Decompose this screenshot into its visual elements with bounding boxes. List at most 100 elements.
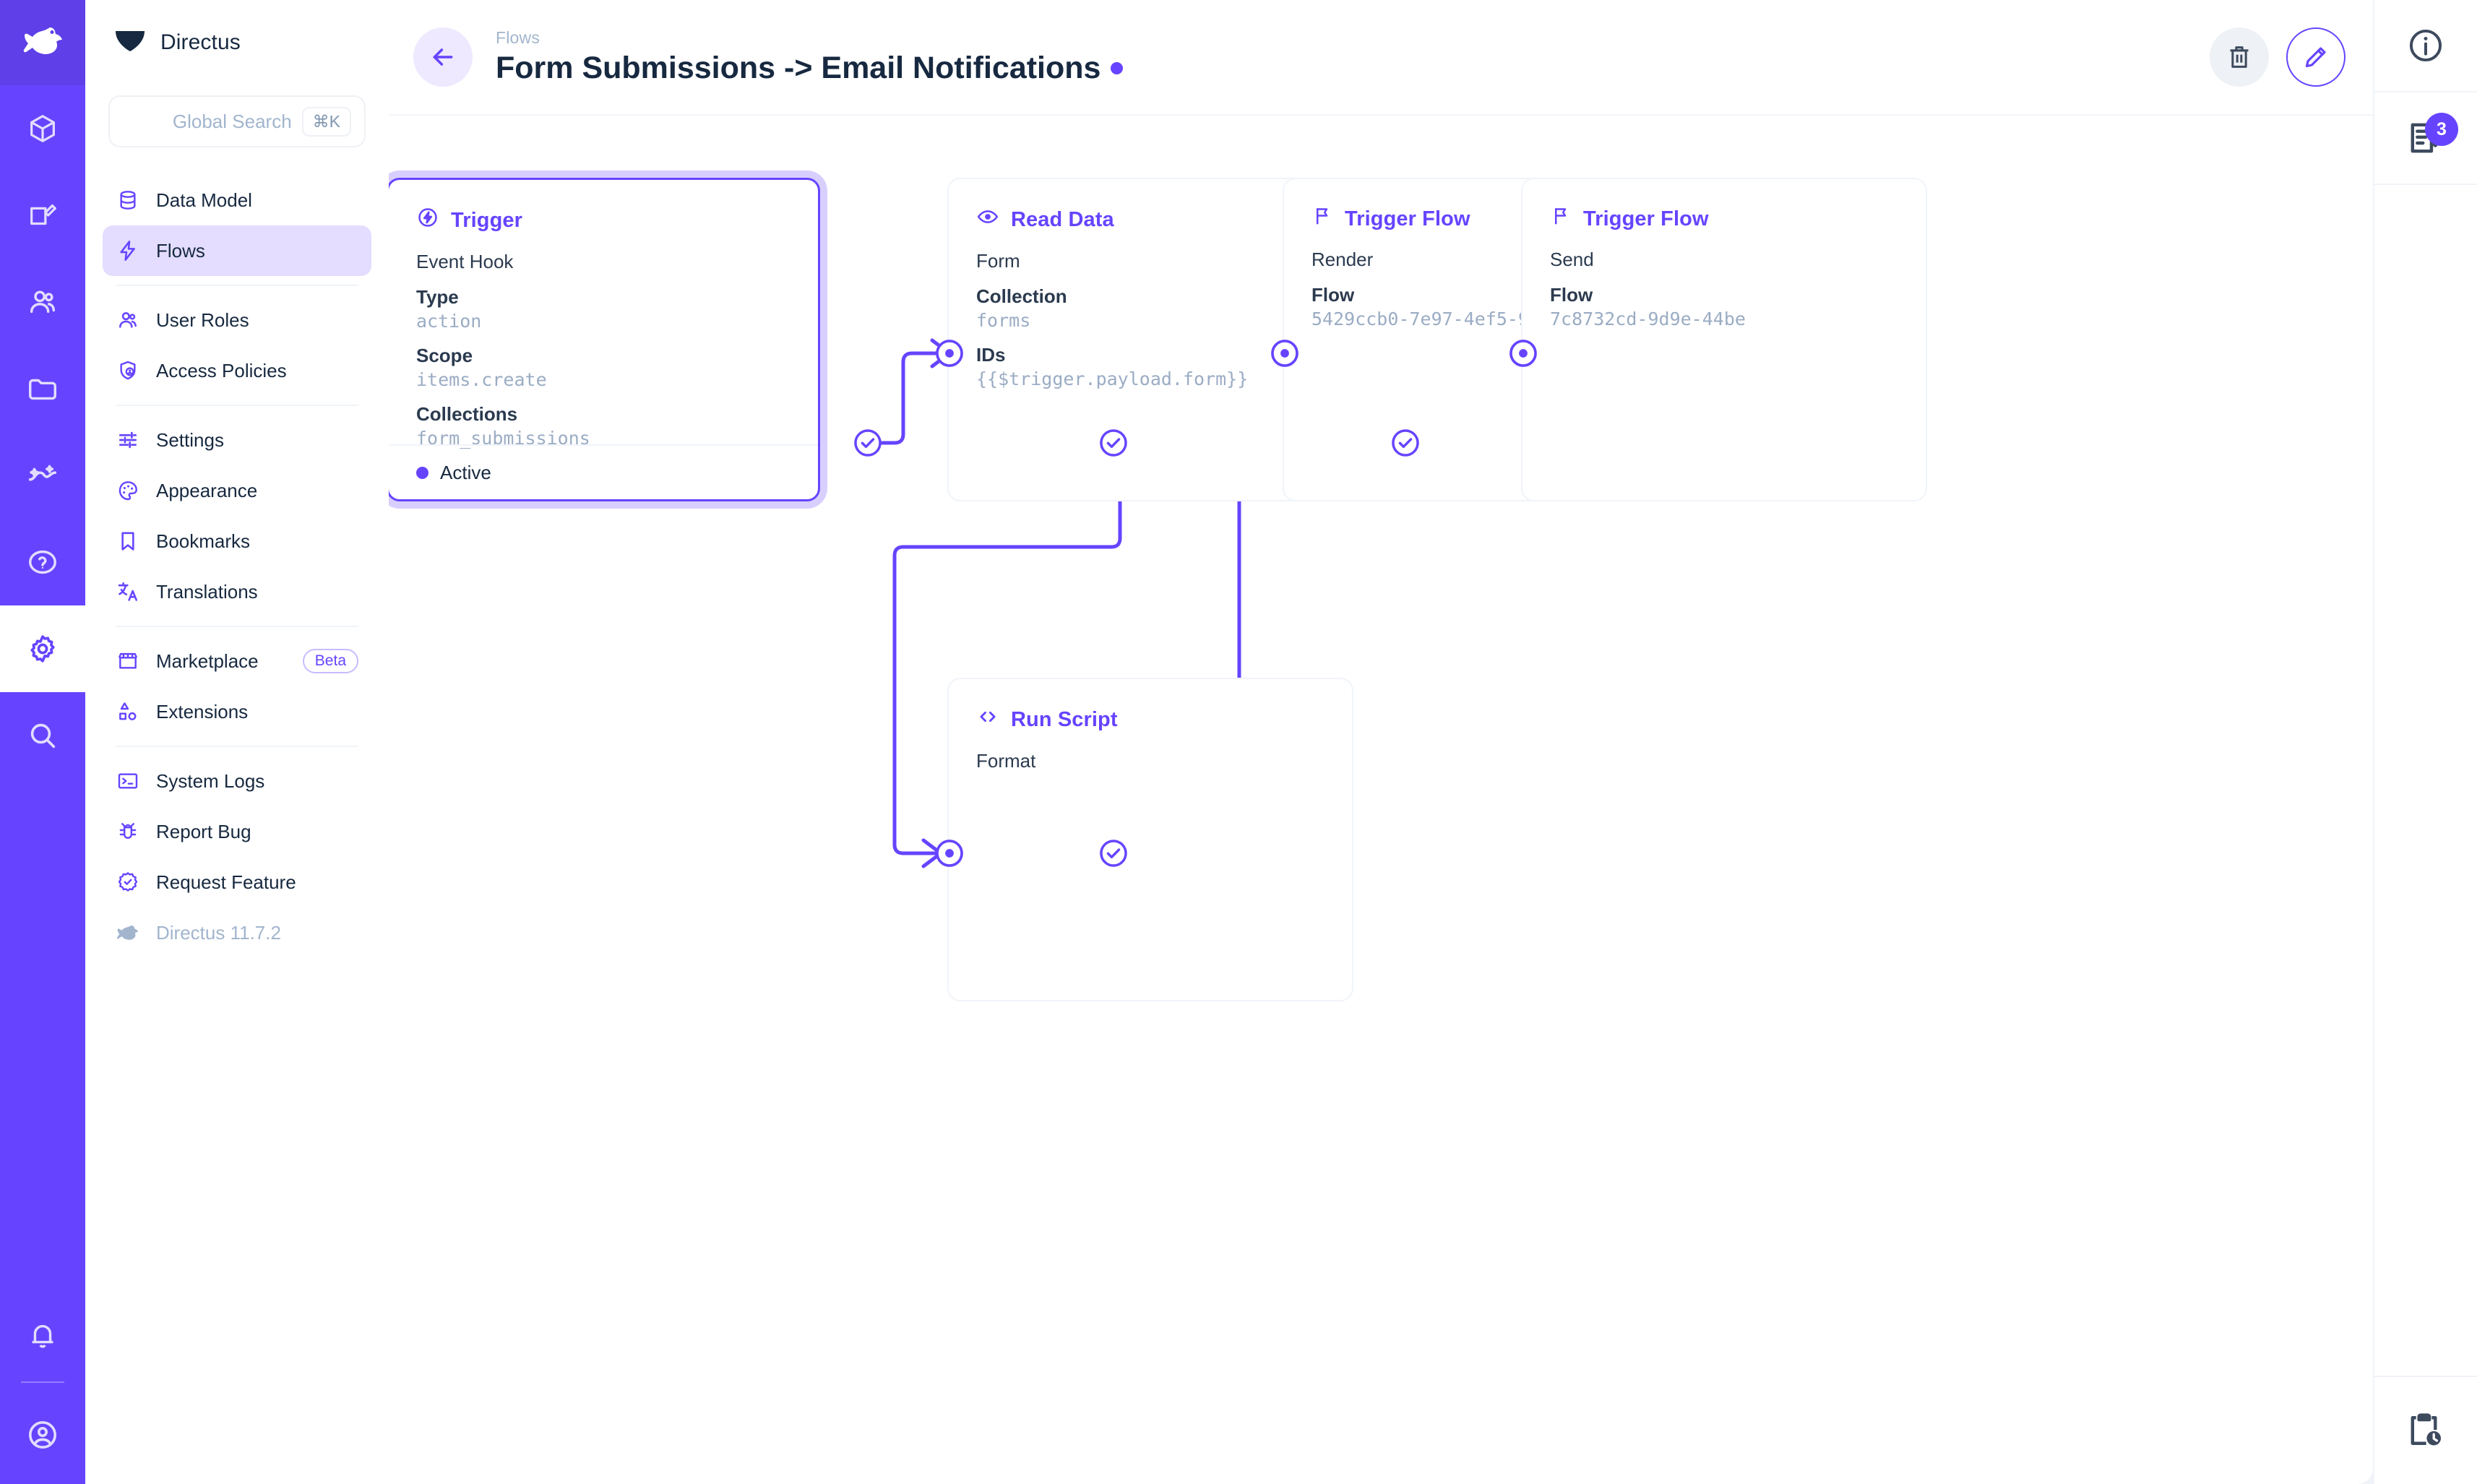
node-field-key: IDs <box>976 344 1006 366</box>
node-field-key: Flow <box>1311 284 1355 306</box>
sidebar-item-label: Translations <box>156 580 258 603</box>
sidebar-item-system-logs[interactable]: System Logs <box>103 756 371 806</box>
pencil-icon <box>2305 47 2326 68</box>
node-field-key: Type <box>416 286 459 308</box>
node-title: Read Data <box>976 205 1324 234</box>
sidebar-item-flows[interactable]: Flows <box>103 225 371 276</box>
sidebar-item-access-policies[interactable]: Access Policies <box>103 345 371 396</box>
directus-mark-icon <box>114 29 146 57</box>
sidebar-nav: Data Model Flows User Roles Access P <box>85 175 389 958</box>
rail-item-settings[interactable] <box>0 605 85 692</box>
rail-item-user-directory[interactable] <box>0 259 85 345</box>
sidebar-header: Directus <box>85 0 389 85</box>
page-title: Form Submissions -> Email Notifications <box>496 51 1124 86</box>
sidebar-item-extensions[interactable]: Extensions <box>103 686 371 737</box>
sidebar-item-report-bug[interactable]: Report Bug <box>103 806 371 857</box>
node-field-key: Flow <box>1550 284 1593 306</box>
node-field-key: Collection <box>976 285 1067 307</box>
rail-item-search[interactable] <box>0 692 85 779</box>
node-title-text: Trigger Flow <box>1583 207 1709 230</box>
bolt-circle-icon <box>416 206 439 235</box>
node-field: Type action <box>416 286 791 332</box>
port-trigger-success[interactable] <box>852 427 884 459</box>
sidebar-item-appearance[interactable]: Appearance <box>103 465 371 516</box>
sidebar-item-user-roles[interactable]: User Roles <box>103 295 371 345</box>
node-field: IDs {{$trigger.payload.form}} <box>976 344 1324 389</box>
rail-item-notifications[interactable] <box>0 1292 85 1379</box>
node-title: Trigger Flow <box>1311 205 1660 233</box>
sidebar-item-bookmarks[interactable]: Bookmarks <box>103 516 371 566</box>
eye-icon <box>976 205 999 234</box>
directus-rabbit-logo[interactable] <box>0 0 85 85</box>
sidebar-item-label: Data Model <box>156 189 252 211</box>
sidebar-item-data-model[interactable]: Data Model <box>103 175 371 225</box>
sidebar-item-label: User Roles <box>156 309 249 331</box>
info-button[interactable] <box>2374 0 2477 92</box>
shapes-icon <box>116 699 140 724</box>
flow-logs-button[interactable] <box>2374 1376 2477 1484</box>
translate-icon <box>116 579 140 604</box>
delete-flow-button[interactable] <box>2210 27 2269 87</box>
node-field-value: forms <box>976 310 1031 331</box>
rail-item-account[interactable] <box>0 1386 85 1484</box>
sidebar-item-marketplace[interactable]: Marketplace Beta <box>103 636 371 686</box>
node-subtitle: Render <box>1311 249 1374 270</box>
check-circle-icon <box>1100 429 1127 457</box>
marketplace-beta-badge: Beta <box>302 649 358 673</box>
port-trigger-flow-render-success[interactable] <box>1390 427 1421 459</box>
port-run-script-input[interactable] <box>934 837 965 869</box>
rail-item-insights[interactable] <box>0 432 85 519</box>
rabbit-icon <box>116 920 140 945</box>
sidebar-divider <box>116 285 358 286</box>
port-trigger-flow-render-input[interactable] <box>1269 337 1301 369</box>
flow-node-trigger-flow-send[interactable]: Trigger Flow Send Flow 7c8732cd-9d9e-44b… <box>1521 178 1927 501</box>
search-input[interactable]: Global Search ⌘K <box>108 95 366 147</box>
sidebar-item-label: Access Policies <box>156 359 287 381</box>
input-dot-circle-icon <box>1509 340 1537 367</box>
port-run-script-success[interactable] <box>1098 837 1129 869</box>
bookmark-icon <box>116 529 140 553</box>
page-title-text: Form Submissions -> Email Notifications <box>496 51 1101 85</box>
node-title: Trigger <box>416 206 791 235</box>
sidebar-item-settings[interactable]: Settings <box>103 415 371 465</box>
input-dot-circle-icon <box>936 340 963 367</box>
flow-node-run-script[interactable]: Run Script Format <box>947 678 1353 1001</box>
activity-log-button[interactable]: 3 <box>2374 92 2477 185</box>
info-circle-icon <box>2409 29 2442 62</box>
rail-item-content[interactable] <box>0 85 85 172</box>
rail-item-file-library[interactable] <box>0 345 85 432</box>
sidebar-item-label: System Logs <box>156 769 265 792</box>
input-dot-circle-icon <box>1271 340 1298 367</box>
rail-item-editor[interactable] <box>0 172 85 259</box>
bug-icon <box>116 819 140 844</box>
breadcrumb-flows[interactable]: Flows <box>496 28 540 47</box>
trash-icon <box>2230 46 2249 68</box>
sidebar-item-label: Report Bug <box>156 820 251 842</box>
node-subtitle: Event Hook <box>416 251 514 272</box>
flow-node-trigger[interactable]: Trigger Event Hook Type action Scope ite… <box>389 178 820 501</box>
node-title-text: Read Data <box>1011 207 1114 231</box>
right-drawer: 3 <box>2373 0 2477 1484</box>
edit-flow-button[interactable] <box>2286 27 2345 87</box>
node-title-text: Run Script <box>1011 707 1118 731</box>
breadcrumb: Flows Form Submissions -> Email Notifica… <box>496 28 1124 86</box>
node-field: Scope items.create <box>416 345 791 390</box>
port-read-data-input[interactable] <box>934 337 965 369</box>
rail-item-docs[interactable] <box>0 519 85 605</box>
bolt-icon <box>116 238 140 263</box>
sidebar-item-version: Directus 11.7.2 <box>103 907 371 958</box>
status-badge <box>1111 62 1124 74</box>
port-read-data-success[interactable] <box>1098 427 1129 459</box>
port-trigger-flow-send-input[interactable] <box>1507 337 1539 369</box>
node-field-key: Scope <box>416 345 473 366</box>
node-field-key: Collections <box>416 403 518 425</box>
sidebar-item-request-feature[interactable]: Request Feature <box>103 857 371 907</box>
badge-check-icon <box>116 870 140 894</box>
sidebar-divider <box>116 626 358 627</box>
header-actions <box>2210 27 2345 87</box>
back-button[interactable] <box>413 27 473 87</box>
flow-canvas[interactable]: Trigger Event Hook Type action Scope ite… <box>389 116 2373 1484</box>
sidebar-item-translations[interactable]: Translations <box>103 566 371 617</box>
shield-user-icon <box>116 358 140 383</box>
sliders-icon <box>116 428 140 452</box>
